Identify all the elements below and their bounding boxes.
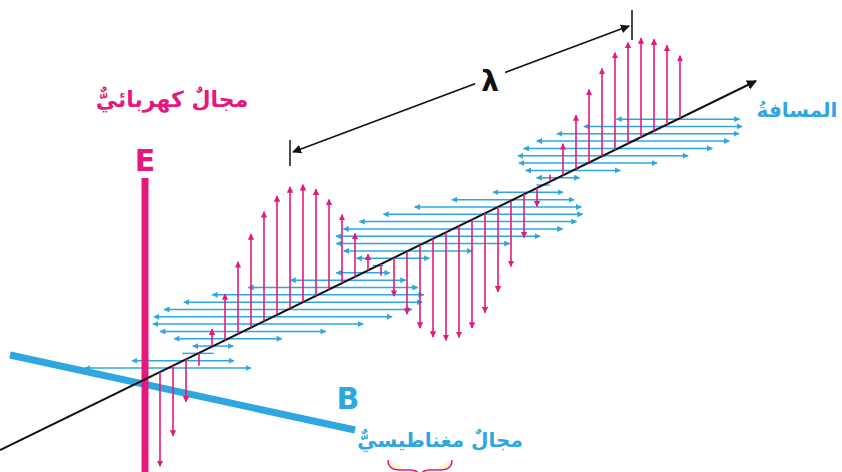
- dimension-tick: [289, 140, 291, 166]
- electric-vector: [185, 359, 187, 402]
- electric-vector: [536, 188, 538, 207]
- electric-vector: [445, 232, 447, 340]
- electric-vector: [198, 353, 200, 366]
- axis-letter: E: [135, 144, 156, 177]
- electric-vector: [406, 251, 408, 314]
- electric-vector: [341, 215, 343, 283]
- electric-vector: [627, 42, 629, 143]
- electric-vector: [549, 175, 551, 182]
- electric-vector: [419, 245, 421, 328]
- electric-vector: [367, 254, 369, 270]
- electric-vector: [159, 372, 161, 466]
- electric-vector: [653, 39, 655, 131]
- electric-vector: [588, 90, 590, 163]
- e-axis: [142, 178, 149, 472]
- electric-vector: [666, 45, 668, 124]
- wavelength-symbol: λ: [475, 67, 505, 98]
- electric-vector: [484, 213, 486, 312]
- electric-vector: [276, 196, 278, 315]
- electric-vector: [172, 366, 174, 436]
- electric-vector: [432, 239, 434, 337]
- field-label: مجالٌ كهربائيٌّ: [96, 88, 249, 112]
- electric-vector: [562, 144, 564, 175]
- electric-vector: [575, 115, 577, 169]
- electric-vector: [302, 185, 304, 302]
- electric-vector: [458, 226, 460, 337]
- field-label: مجالٌ مغناطيسيٌّ: [357, 429, 523, 451]
- electric-vector: [523, 194, 525, 237]
- electric-vector: [224, 294, 226, 340]
- electric-vector: [614, 53, 616, 150]
- electric-vector: [237, 262, 239, 334]
- electric-vector: [354, 233, 356, 276]
- electric-vector: [380, 264, 382, 276]
- electric-vector: [315, 189, 317, 296]
- electric-vector: [328, 200, 330, 290]
- magnetic-field-vectors: [85, 119, 742, 368]
- axis-letter: B: [337, 382, 360, 415]
- distance-axis: [0, 81, 756, 450]
- electric-vector: [393, 258, 395, 296]
- electric-vector: [640, 38, 642, 137]
- electric-vector: [601, 69, 603, 157]
- axis-label: المسافةُ: [757, 99, 838, 121]
- electric-vector: [510, 201, 512, 267]
- bracket: [388, 460, 452, 472]
- electric-vector: [211, 329, 213, 346]
- wavelength-dimension: [293, 26, 629, 152]
- electric-vector: [250, 234, 252, 327]
- electric-vector: [471, 220, 473, 328]
- electric-vector: [263, 212, 265, 321]
- dimension-tick: [631, 10, 633, 40]
- electric-vector: [289, 187, 291, 309]
- electric-vector: [679, 56, 681, 118]
- electric-vector: [497, 207, 499, 292]
